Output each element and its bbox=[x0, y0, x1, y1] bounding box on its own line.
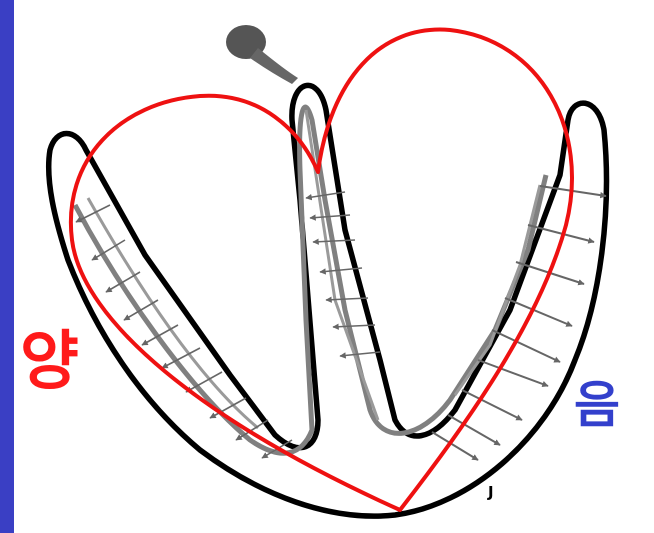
eum-label: 음 bbox=[574, 380, 620, 430]
left-limb-arrows bbox=[76, 205, 292, 458]
top-bulb bbox=[226, 25, 298, 84]
j-label: J bbox=[488, 485, 494, 500]
yang-label: 양 bbox=[20, 330, 79, 394]
